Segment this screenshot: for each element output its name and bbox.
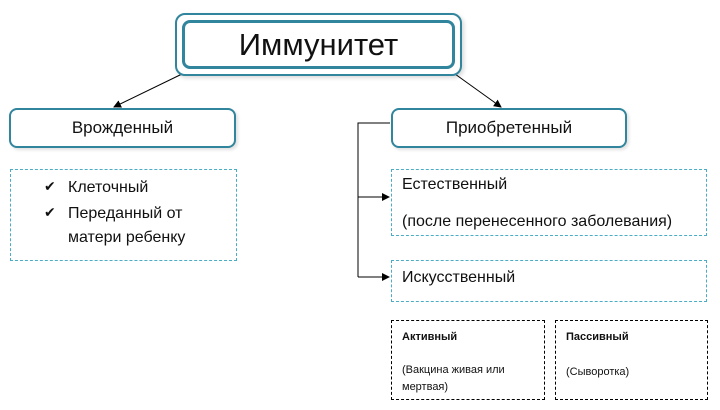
innate-types-box: ✔ Клеточный ✔ Переданный от матери ребен… (10, 169, 237, 261)
arrow-root-to-acquired (454, 73, 502, 108)
natural-title: Естественный (402, 176, 508, 193)
checkmark-icon: ✔ (44, 204, 56, 220)
active-box: Активный (Вакцина живая или мертвая) (391, 320, 545, 400)
arrow-root-to-innate (113, 73, 183, 108)
active-note: (Вакцина живая или мертвая) (402, 364, 505, 393)
innate-item-cellular: Клеточный (68, 179, 149, 196)
natural-note: (после перенесенного заболевания) (402, 213, 673, 230)
acquired-node: Приобретенный (391, 108, 627, 148)
passive-title: Пассивный (566, 331, 629, 343)
artificial-title: Искусственный (402, 269, 516, 286)
passive-note: (Сыворотка) (566, 366, 630, 378)
passive-box: Пассивный (Сыворотка) (555, 320, 708, 400)
innate-node: Врожденный (9, 108, 236, 148)
checkmark-icon: ✔ (44, 178, 56, 194)
natural-box: Естественный (после перенесенного заболе… (391, 169, 707, 236)
acquired-label: Приобретенный (445, 118, 573, 137)
active-title: Активный (402, 331, 458, 343)
root-label: Иммунитет (238, 26, 399, 62)
innate-label: Врожденный (71, 118, 174, 137)
artificial-box: Искусственный (391, 260, 707, 302)
root-node: Иммунитет (182, 20, 455, 69)
bracket-acquired (357, 122, 390, 277)
innate-item-maternal: Переданный от матери ребенку (68, 205, 186, 246)
